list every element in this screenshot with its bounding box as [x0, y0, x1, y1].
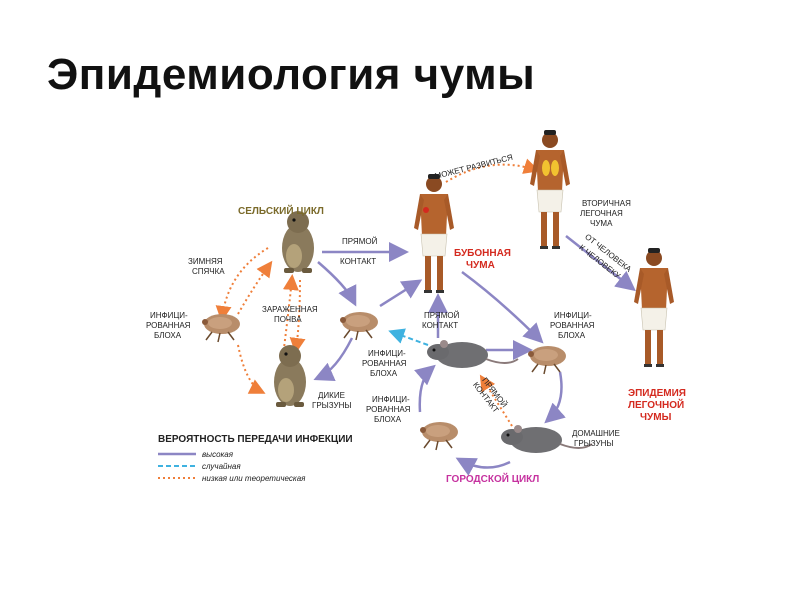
arrow-flea-bottom-to-rat — [414, 364, 436, 413]
svg-text:БЛОХА: БЛОХА — [374, 415, 402, 424]
svg-text:ЛЕГОЧНАЯ: ЛЕГОЧНАЯ — [580, 209, 623, 218]
svg-text:БЛОХА: БЛОХА — [558, 331, 586, 340]
may-develop-label: МОЖЕТ РАЗВИТЬСЯ — [434, 153, 514, 181]
pneumonic-epidemic-label: ЭПИДЕМИЯ ЛЕГОЧНОЙ ЧУМЫ — [628, 388, 686, 423]
svg-text:РОВАННАЯ: РОВАННАЯ — [146, 321, 191, 330]
svg-text:ЧУМЫ: ЧУМЫ — [640, 412, 672, 423]
svg-text:БЛОХА: БЛОХА — [370, 369, 398, 378]
infected-flea-left-label: ИНФИЦИ- РОВАННАЯ БЛОХА — [146, 311, 191, 340]
svg-text:ИНФИЦИ-: ИНФИЦИ- — [372, 395, 410, 404]
arrow-human-to-right — [461, 270, 544, 344]
svg-text:ДОМАШНИЕ: ДОМАШНИЕ — [572, 429, 620, 438]
urban-cycle-label: ГОРОДСКОЙ ЦИКЛ — [446, 472, 539, 485]
direct-contact-mid-label: ПРЯМОЙ КОНТАКТ — [422, 311, 460, 330]
svg-text:ЗИМНЯЯ: ЗИМНЯЯ — [188, 257, 223, 266]
bubonic-plague-label: БУБОННАЯ ЧУМА — [454, 248, 511, 271]
direct-contact-diag-label: ПРЯМОЙ КОНТАКТ — [471, 376, 509, 415]
arrow-rodent-to-soil — [282, 274, 299, 357]
wild-rodents-label: ДИКИЕ ГРЫЗУНЫ — [312, 391, 351, 410]
arrow-wildrodent-to-flea — [237, 260, 273, 315]
human-bubonic-icon — [413, 173, 455, 294]
arrow-may-develop — [445, 158, 540, 183]
arrow-flea-to-wildrodent — [313, 337, 354, 382]
svg-text:ЧУМА: ЧУМА — [590, 219, 613, 228]
rat-center-icon — [426, 339, 519, 369]
hibernation-label: ЗИМНЯЯ СПЯЧКА — [188, 257, 225, 276]
svg-text:ЗАРАЖЕННАЯ: ЗАРАЖЕННАЯ — [262, 305, 318, 314]
rural-rodent-icon — [282, 211, 314, 273]
svg-text:РОВАННАЯ: РОВАННАЯ — [362, 359, 407, 368]
infected-soil-label: ЗАРАЖЕННАЯ ПОЧВА — [262, 305, 318, 324]
wild-rodent-icon — [274, 345, 306, 407]
flea-left-icon — [201, 313, 241, 343]
svg-text:РОВАННАЯ: РОВАННАЯ — [550, 321, 595, 330]
svg-text:ПРЯМОЙ: ПРЯМОЙ — [342, 237, 378, 246]
legend-random-label: случайная — [202, 462, 241, 471]
arrow-flea-to-human — [379, 279, 423, 308]
svg-text:СПЯЧКА: СПЯЧКА — [192, 267, 225, 276]
direct-contact-top-label: ПРЯМОЙ КОНТАКТ — [340, 237, 378, 266]
svg-text:ИНФИЦИ-: ИНФИЦИ- — [368, 349, 406, 358]
person-to-person-label: ОТ ЧЕЛОВЕКА К ЧЕЛОВЕКУ — [577, 232, 633, 281]
flea-right-icon — [527, 345, 567, 375]
svg-text:КОНТАКТ: КОНТАКТ — [340, 257, 376, 266]
flea-mid-icon — [339, 311, 379, 341]
svg-text:ЧУМА: ЧУМА — [466, 260, 495, 271]
legend-high-label: высокая — [202, 450, 234, 459]
svg-text:ДИКИЕ: ДИКИЕ — [318, 391, 345, 400]
secondary-pneumonic-label: ВТОРИЧНАЯ ЛЕГОЧНАЯ ЧУМА — [580, 199, 631, 228]
svg-text:ВТОРИЧНАЯ: ВТОРИЧНАЯ — [582, 199, 631, 208]
flea-bottom-icon — [419, 421, 459, 451]
infected-flea-bottom-label: ИНФИЦИ- РОВАННАЯ БЛОХА — [366, 395, 411, 424]
arrow-domestic-to-flea-bottom — [455, 457, 511, 476]
arrow-flea-right-to-domestic — [544, 371, 566, 424]
svg-text:ЛЕГОЧНОЙ: ЛЕГОЧНОЙ — [628, 398, 684, 411]
svg-text:КОНТАКТ: КОНТАКТ — [422, 321, 458, 330]
human-secondary-icon — [529, 129, 571, 250]
human-epidemic-icon — [633, 247, 675, 368]
infected-flea-mid-label: ИНФИЦИ- РОВАННАЯ БЛОХА — [362, 349, 407, 378]
legend-low-label: низкая или теоретическая — [202, 474, 306, 483]
infected-flea-right-label: ИНФИЦИ- РОВАННАЯ БЛОХА — [550, 311, 595, 340]
arrow-rat-to-midflea-random — [388, 328, 429, 346]
svg-text:БУБОННАЯ: БУБОННАЯ — [454, 248, 511, 259]
svg-text:ПОЧВА: ПОЧВА — [274, 315, 302, 324]
arrow-person-to-person — [565, 235, 636, 292]
svg-text:ГРЫЗУНЫ: ГРЫЗУНЫ — [312, 401, 351, 410]
svg-text:ПРЯМОЙ: ПРЯМОЙ — [424, 311, 460, 320]
rural-cycle-label: СЕЛЬСКИЙ ЦИКЛ — [238, 204, 324, 217]
svg-text:БЛОХА: БЛОХА — [154, 331, 182, 340]
legend: ВЕРОЯТНОСТЬ ПЕРЕДАЧИ ИНФЕКЦИИ высокая сл… — [158, 434, 353, 483]
svg-text:ЭПИДЕМИЯ: ЭПИДЕМИЯ — [628, 388, 686, 399]
svg-text:РОВАННАЯ: РОВАННАЯ — [366, 405, 411, 414]
svg-text:ГРЫЗУНЫ: ГРЫЗУНЫ — [574, 439, 613, 448]
legend-title: ВЕРОЯТНОСТЬ ПЕРЕДАЧИ ИНФЕКЦИИ — [158, 434, 353, 445]
svg-text:ИНФИЦИ-: ИНФИЦИ- — [554, 311, 592, 320]
svg-text:ИНФИЦИ-: ИНФИЦИ- — [150, 311, 188, 320]
page-title: Эпидемиология чумы — [47, 50, 536, 99]
arrow-rural-rodent-to-flea — [317, 261, 357, 307]
domestic-rodents-label: ДОМАШНИЕ ГРЫЗУНЫ — [572, 429, 620, 448]
arrow-flea-to-rodent — [237, 344, 266, 394]
